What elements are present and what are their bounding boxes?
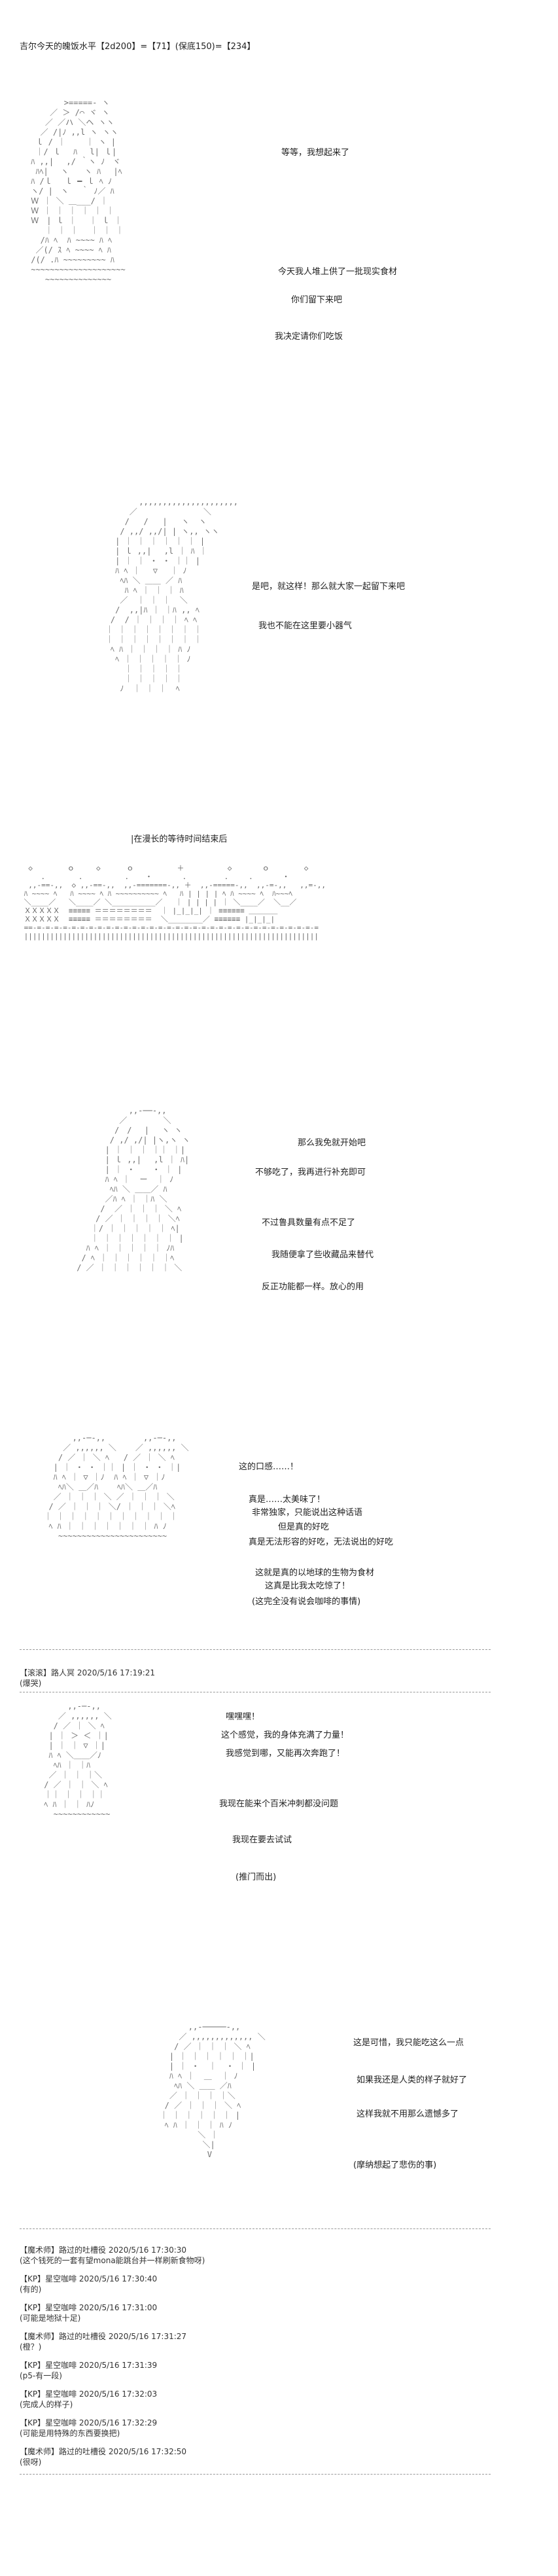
comment-meta: 【KP】星空咖啡 2020/5/16 17:31:39 — [20, 2361, 158, 2370]
dialogue-line: 这样我就不用那么遗憾多了 — [357, 2109, 459, 2119]
dialogue-line: 我决定请你们吃饭 — [275, 332, 343, 342]
ascii-art-food-scene: ◇ ｏ ◇ ｏ ＋ ◇ ｏ ◇ ． ． ． ・ ． ． ． ・ ,,-==-,,… — [24, 864, 326, 940]
dialogue-line: 今天我人堆上供了一批现实食材 — [278, 267, 398, 277]
dialogue-line: 你们留下来吧 — [291, 295, 343, 305]
divider — [20, 1649, 491, 1650]
ascii-art-panel-2: ,,,,,,,,,,,,,,,,,,,,, ／ ＼ / / | ヽ ヽ / ,,… — [105, 497, 238, 693]
chapter-header: 吉尔今天的魄饭水平【2d200】=【71】(保底150)=【234】 — [20, 42, 256, 52]
comment-entry: 【魔术师】路过的吐槽役 2020/5/16 17:31:27(橙？) — [20, 2331, 186, 2352]
ascii-art-panel-4: ,,-─-,, ,,-─-,, ／ ,,,,,, ＼ ／ ,,,,,, ＼ / … — [44, 1433, 189, 1541]
comment-text: (爆哭) — [20, 1679, 42, 1688]
dialogue-line: 不过鲁具数量有点不足了 — [262, 1218, 356, 1228]
comment-text: (有的) — [20, 2285, 42, 2294]
dialogue-line: (摩纳想起了悲伤的事) — [353, 2160, 437, 2170]
dialogue-line: 这的口感……！ — [239, 1462, 299, 1472]
dialogue-line: 真是……太美味了！ — [249, 1495, 326, 1505]
dialogue-line: 我现在要去试试 — [232, 1835, 292, 1845]
comment-entry: 【KP】星空咖啡 2020/5/16 17:32:03(完成人的样子) — [20, 2389, 157, 2410]
ascii-art-panel-1: >=====- ヽ ／ ＞ /⌒ ヾ ヽ ／ ／ハ ＼ヘ ヽヽ ／ /|ﾉ ,,… — [31, 98, 126, 284]
dialogue-line: 反正功能都一样。放心的用 — [262, 1282, 364, 1292]
comment-entry: 【KP】星空咖啡 2020/5/16 17:32:29 (可能是用特殊的东西要换把… — [20, 2418, 157, 2439]
comment-meta: 【KP】星空咖啡 2020/5/16 17:31:00 — [20, 2303, 158, 2312]
comment-text: (可能是用特殊的东西要换把) — [20, 2429, 120, 2438]
comment-meta: 【KP】星空咖啡 2020/5/16 17:32:03 — [20, 2389, 158, 2399]
comment-meta: 【KP】星空咖啡 2020/5/16 17:30:40 — [20, 2274, 158, 2283]
comment-entry: 【魔术师】路过的吐槽役 2020/5/16 17:30:30(这个钱死的一套有望… — [20, 2245, 205, 2266]
comment-meta: 【魔术师】路过的吐槽役 2020/5/16 17:32:50 — [20, 2447, 187, 2456]
comment-text: (可能是地狱十足) — [20, 2314, 81, 2323]
comment-text: (p5-有一段) — [20, 2371, 62, 2380]
comment-text: (很呀) — [20, 2458, 42, 2467]
ascii-art-panel-5: ,,-─-,, ／ ,,,,,, ＼ / ／ ｜ ＼ ﾍ | ｜ ＞ ＜ ｜| … — [44, 1702, 112, 1819]
dialogue-line: 是吧，就这样！那么就大家一起留下来吧 — [252, 582, 406, 592]
dialogue-line: (这完全没有说会咖啡的事情) — [252, 1597, 361, 1607]
ascii-art-panel-3: ,,-──-,, ／ ＼ / / | ヽ ヽ / ,/ ,/| |ヽ,ヽ ヽ |… — [77, 1106, 190, 1272]
comment-entry: 【KP】星空咖啡 2020/5/16 17:31:39(p5-有一段) — [20, 2360, 157, 2381]
dialogue-line: 不够吃了，我再进行补充即可 — [255, 1168, 366, 1177]
dialogue-line: 这就是真的以地球的生物为食材 — [255, 1568, 375, 1578]
dialogue-line: 但是真的好吃 — [278, 1522, 330, 1532]
dialogue-line: 我随便拿了些收藏品来替代 — [271, 1250, 374, 1260]
dialogue-line: 非常独家，只能说出这种话语 — [252, 1508, 363, 1518]
dialogue-line: 我也不能在这里要小器气 — [258, 621, 353, 631]
divider — [20, 2474, 491, 2475]
dialogue-line: (推门而出) — [235, 1872, 277, 1882]
comment-entry: 【KP】星空咖啡 2020/5/16 17:31:00 (可能是地狱十足) — [20, 2302, 157, 2323]
dialogue-line: 这真是比我太吃惊了！ — [265, 1581, 351, 1591]
dialogue-line: 等等，我想起来了 — [281, 148, 350, 158]
comment-meta: 【魔术师】路过的吐槽役 2020/5/16 17:31:27 — [20, 2332, 187, 2341]
dialogue-line: 这是可惜，我只能吃这么一点 — [353, 2038, 464, 2048]
comment-text: (橙？) — [20, 2342, 42, 2352]
comment-entry: 【魔术师】路过的吐槽役 2020/5/16 17:32:50 (很呀) — [20, 2446, 186, 2467]
comment-meta: 【滚滚】路人冥 2020/5/16 17:19:21 — [20, 1668, 156, 1677]
comment-text: (完成人的样子) — [20, 2400, 73, 2409]
dialogue-line: 我现在能来个百米冲刺都没问题 — [219, 1799, 339, 1809]
dialogue-line: 嘿嘿嘿！ — [226, 1712, 260, 1722]
comment-entry: 【KP】星空咖啡 2020/5/16 17:30:40 (有的) — [20, 2274, 157, 2295]
narration-line: |在漫长的等待时间结束后 — [131, 834, 228, 844]
dialogue-line: 如果我还是人类的样子就好了 — [357, 2075, 468, 2085]
comment-entry: 【滚滚】路人冥 2020/5/16 17:19:21 (爆哭) — [20, 1668, 155, 1689]
comment-text: (这个钱死的一套有望mona能跳台并一样刷新食物呀) — [20, 2256, 205, 2265]
ascii-art-panel-6: ,,-─────-,, ／ ,,,,,,,,,,,,, ＼ / ／ ｜ ｜ ｜ … — [160, 2022, 266, 2159]
dialogue-line: 真是无法形容的好吃，无法说出的好吃 — [249, 1537, 394, 1547]
dialogue-line: 我感觉到哪，又能再次奔跑了！ — [226, 1749, 345, 1759]
divider — [20, 2228, 491, 2229]
dialogue-line: 这个感觉，我的身体充满了力量！ — [221, 1730, 349, 1740]
comment-meta: 【魔术师】路过的吐槽役 2020/5/16 17:30:30 — [20, 2245, 187, 2255]
comment-meta: 【KP】星空咖啡 2020/5/16 17:32:29 — [20, 2418, 158, 2427]
dialogue-line: 那么我免就开始吧 — [298, 1138, 366, 1148]
